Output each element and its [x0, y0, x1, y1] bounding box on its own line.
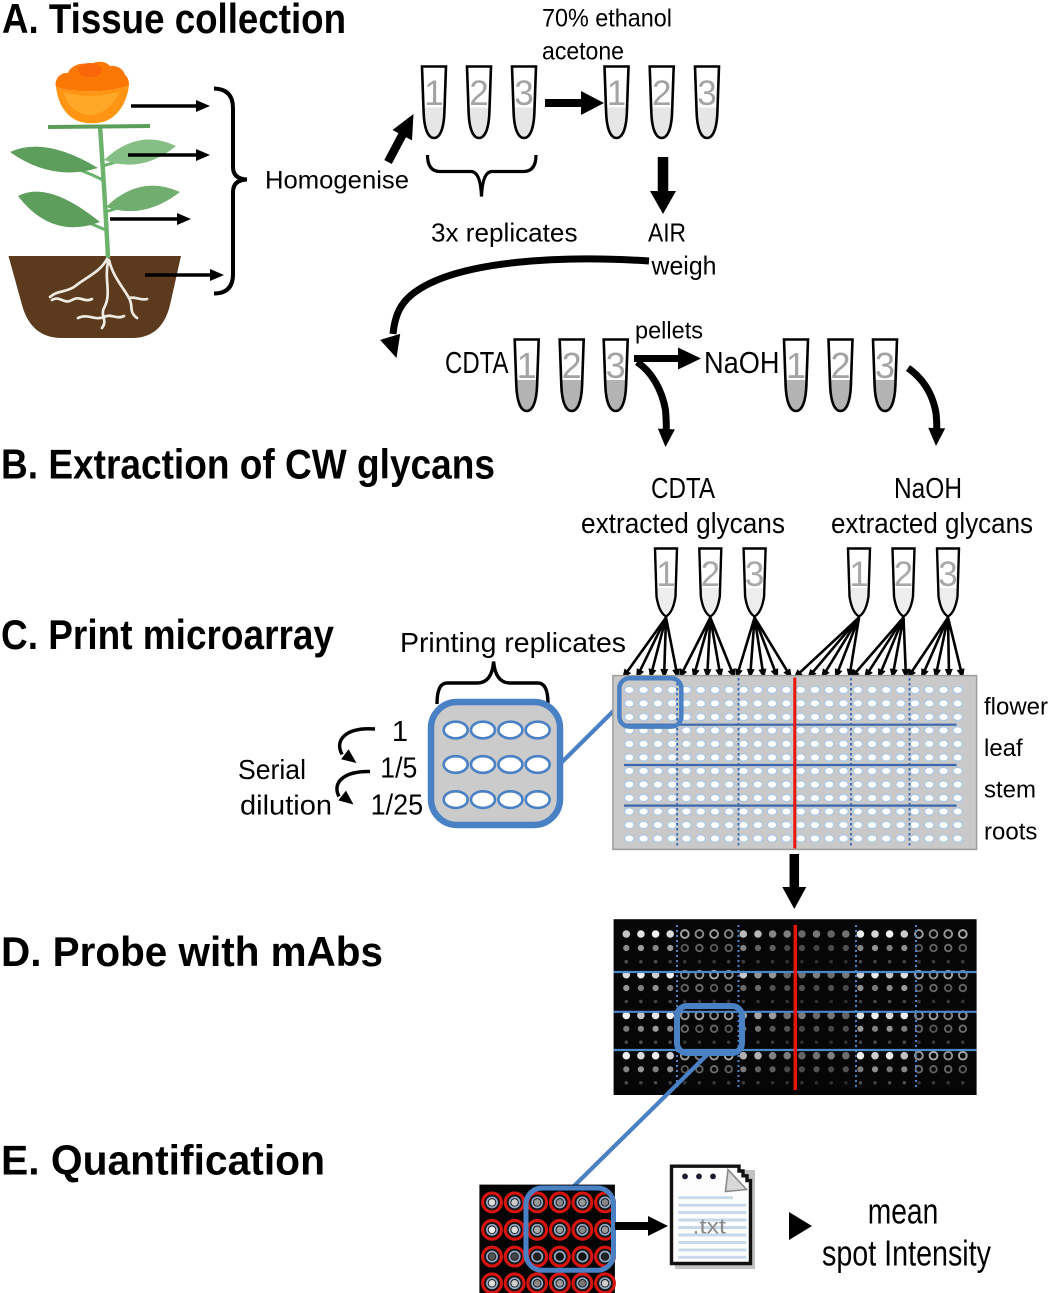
svg-text:3: 3	[606, 345, 626, 386]
svg-text:3: 3	[938, 555, 957, 594]
svg-text:Serial: Serial	[238, 754, 306, 785]
svg-text:CDTA: CDTA	[651, 473, 716, 505]
svg-text:extracted glycans: extracted glycans	[581, 508, 785, 540]
svg-text:1/5: 1/5	[380, 753, 417, 785]
svg-text:AIR: AIR	[648, 218, 686, 248]
svg-text:flower: flower	[984, 694, 1048, 721]
svg-text:1/25: 1/25	[371, 790, 424, 822]
svg-text:pellets: pellets	[635, 318, 703, 345]
svg-text:3: 3	[875, 345, 895, 386]
svg-text:dilution: dilution	[240, 790, 332, 821]
svg-text:NaOH: NaOH	[704, 345, 780, 380]
svg-text:1: 1	[607, 74, 626, 113]
svg-text:weigh: weigh	[651, 251, 717, 281]
svg-text:3: 3	[514, 74, 533, 113]
svg-text:A. Tissue collection: A. Tissue collection	[2, 0, 346, 42]
svg-text:CDTA: CDTA	[445, 345, 509, 380]
svg-text:spot Intensity: spot Intensity	[822, 1233, 991, 1274]
svg-text:1: 1	[786, 345, 806, 386]
svg-text:.txt: .txt	[693, 1216, 727, 1239]
svg-text:D. Probe with mAbs: D. Probe with mAbs	[1, 928, 383, 975]
svg-text:70% ethanol: 70% ethanol	[542, 5, 672, 33]
svg-text:2: 2	[701, 555, 720, 594]
svg-text:mean: mean	[868, 1191, 939, 1232]
svg-text:2: 2	[894, 555, 913, 594]
svg-text:1: 1	[392, 716, 408, 748]
svg-text:roots: roots	[984, 818, 1037, 845]
svg-text:Homogenise: Homogenise	[265, 167, 409, 195]
svg-text:2: 2	[830, 345, 850, 386]
svg-text:3: 3	[697, 74, 716, 113]
svg-text:1: 1	[424, 74, 443, 113]
svg-text:Printing replicates: Printing replicates	[400, 627, 626, 658]
svg-text:C. Print microarray: C. Print microarray	[1, 611, 335, 658]
svg-text:2: 2	[469, 74, 488, 113]
svg-text:E. Quantification: E. Quantification	[1, 1137, 325, 1184]
svg-text:2: 2	[562, 345, 582, 386]
svg-text:2: 2	[652, 74, 671, 113]
svg-text:1: 1	[849, 555, 868, 594]
svg-text:B. Extraction of CW glycans: B. Extraction of CW glycans	[1, 441, 495, 488]
svg-text:NaOH: NaOH	[894, 473, 962, 505]
svg-text:1: 1	[656, 555, 675, 594]
svg-text:1: 1	[517, 345, 537, 386]
svg-text:extracted glycans: extracted glycans	[831, 508, 1033, 540]
svg-text:3: 3	[745, 555, 764, 594]
svg-text:leaf: leaf	[984, 735, 1023, 762]
svg-text:acetone: acetone	[542, 38, 624, 66]
svg-text:3x replicates: 3x replicates	[431, 218, 578, 248]
svg-text:stem: stem	[984, 777, 1036, 804]
